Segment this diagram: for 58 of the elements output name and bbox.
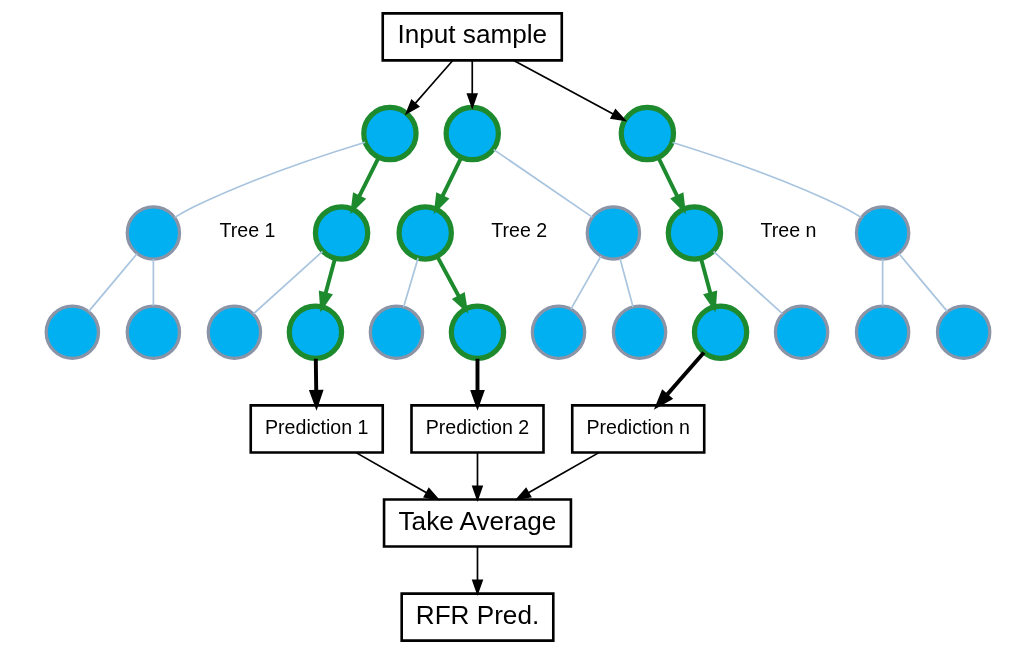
connector — [492, 148, 593, 218]
node-circle — [125, 304, 181, 360]
arrow — [469, 358, 485, 411]
arrow — [308, 358, 324, 411]
connector — [173, 141, 366, 219]
node-circle — [665, 204, 723, 262]
arrow — [349, 156, 380, 215]
node-box: Prediction 1 — [248, 404, 384, 454]
connector — [618, 257, 634, 308]
label: Tree n — [760, 219, 816, 242]
arrow — [466, 59, 478, 110]
node-box: Take Average — [382, 498, 572, 548]
connector — [569, 255, 602, 310]
node-circle — [530, 304, 586, 360]
node-box: Prediction 2 — [409, 404, 545, 454]
node-circle — [286, 303, 344, 361]
node-circle — [395, 204, 454, 262]
node-box: RFR Pred. — [399, 592, 555, 642]
node-circle — [854, 205, 910, 261]
node-box: Prediction n — [570, 404, 706, 454]
connector — [402, 257, 419, 308]
node-circle — [312, 204, 370, 262]
node-circle — [206, 304, 262, 360]
node-circle — [368, 304, 424, 360]
arrow — [512, 59, 627, 122]
arrow — [318, 258, 337, 313]
arrow — [471, 546, 483, 597]
connector — [152, 258, 154, 307]
node-circle — [611, 304, 667, 360]
node-circle — [691, 303, 749, 361]
connector — [881, 258, 883, 307]
connector — [671, 141, 862, 219]
arrow — [354, 451, 440, 501]
node-circle — [44, 304, 100, 360]
node-circle — [773, 304, 829, 360]
node-circle — [935, 304, 991, 360]
connector — [712, 250, 783, 315]
node-circle — [443, 104, 501, 163]
node-box: Input sample — [380, 12, 563, 62]
node-circle — [618, 104, 676, 163]
label: Tree 1 — [219, 219, 275, 242]
connector — [87, 252, 138, 313]
arrow — [471, 452, 483, 502]
arrow — [698, 258, 717, 313]
node-circle — [448, 303, 506, 361]
arrow — [653, 351, 705, 410]
arrow — [514, 451, 600, 501]
node-circle — [125, 205, 181, 261]
arrow — [433, 156, 463, 215]
arrow — [435, 255, 468, 314]
node-circle — [585, 205, 641, 261]
node-circle — [854, 304, 910, 360]
connector — [252, 250, 323, 315]
arrow — [656, 156, 686, 215]
arrow — [404, 59, 454, 116]
connector — [897, 252, 948, 313]
node-circle — [360, 104, 419, 163]
label: Tree 2 — [490, 219, 547, 242]
